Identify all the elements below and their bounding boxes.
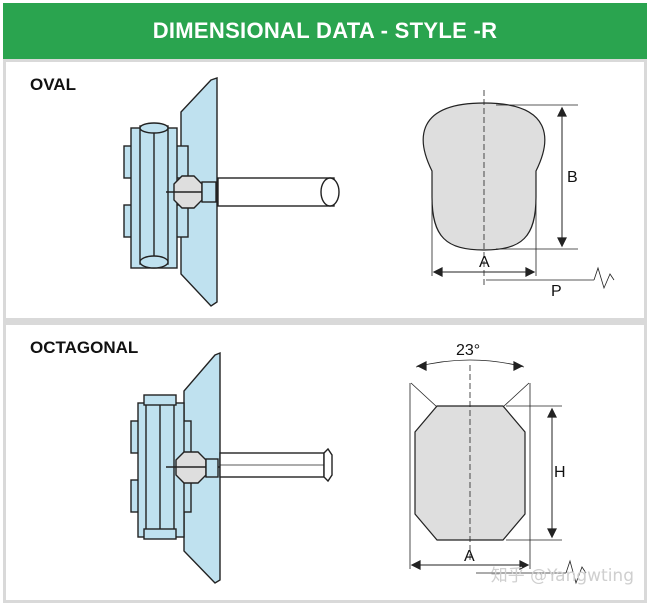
- oval-dim-a: A: [479, 254, 490, 271]
- octagonal-cross-section: [409, 359, 587, 585]
- octagonal-assembly-drawing: [130, 351, 333, 584]
- oval-title: OVAL: [30, 75, 76, 94]
- octagonal-drawing: 23° H A: [130, 342, 587, 585]
- octagonal-title: OCTAGONAL: [30, 338, 139, 357]
- oval-cross-section: [422, 90, 615, 290]
- octagonal-dim-angle: 23°: [456, 342, 480, 359]
- octagonal-dim-h: H: [554, 464, 566, 481]
- oval-assembly-drawing: [123, 77, 340, 307]
- oval-dim-b: B: [567, 169, 578, 186]
- watermark: 知乎 @Yangwting: [490, 566, 634, 586]
- octagonal-panel: OCTAGONAL: [6, 325, 644, 600]
- octagonal-dim-a: A: [464, 548, 475, 565]
- figure-frame: DIMENSIONAL DATA - STYLE -R OVAL: [3, 3, 647, 603]
- page-title: DIMENSIONAL DATA - STYLE -R: [3, 3, 647, 59]
- oval-drawing: B A P: [123, 77, 615, 307]
- oval-dim-p: P: [551, 283, 562, 300]
- oval-panel: OVAL: [6, 62, 644, 318]
